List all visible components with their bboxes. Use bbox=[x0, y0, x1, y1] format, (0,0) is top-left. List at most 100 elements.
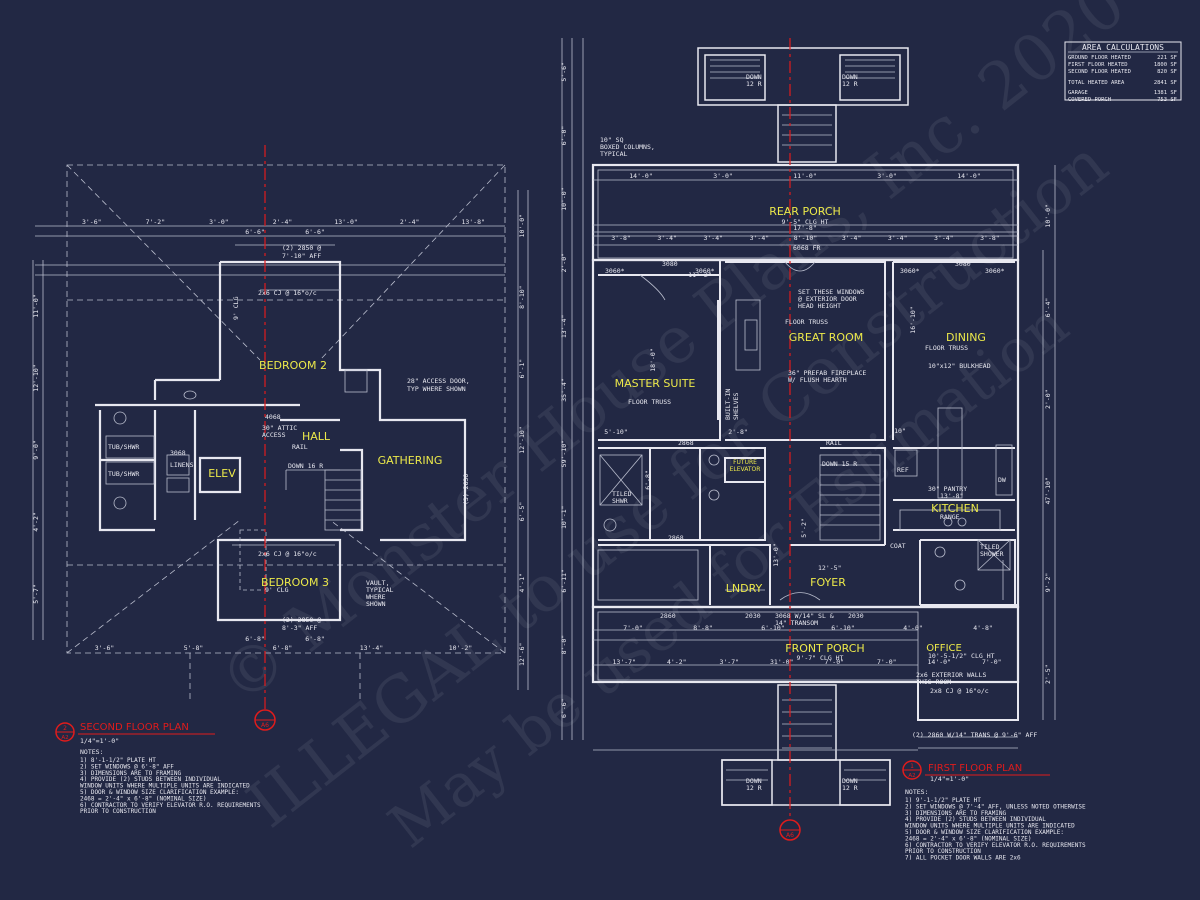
note-floor-truss-2: FLOOR TRUSS bbox=[628, 398, 671, 406]
area-row-label: COVERED PORCH bbox=[1068, 97, 1111, 103]
dimension-label: 9'-0" bbox=[32, 440, 40, 460]
area-row-value: 1800 SF bbox=[1154, 62, 1177, 68]
dimension-label: 8'-8" bbox=[693, 624, 713, 632]
label-2030-a: 2030 bbox=[745, 612, 761, 620]
label-clg-1: 9' CLG bbox=[265, 586, 289, 594]
note-cj-top: 2x6 CJ @ 16"o/c bbox=[258, 289, 317, 297]
note-coat: COAT bbox=[890, 542, 906, 550]
dimension-label: 4'-8" bbox=[973, 624, 993, 632]
note-line: WINDOW UNITS WHERE MULTIPLE UNITS ARE IN… bbox=[80, 783, 250, 790]
note-cj-bottom: 2x6 CJ @ 16"o/c bbox=[258, 550, 317, 558]
note-set-windows: SET THESE WINDOWS bbox=[798, 288, 865, 296]
note-transom: 3068 W/14" SL & bbox=[775, 612, 834, 620]
first-floor-title: FIRST FLOOR PLAN bbox=[928, 763, 1022, 774]
note-attic-2: ACCESS bbox=[262, 431, 286, 439]
label-3060-mid: 3060* bbox=[695, 267, 715, 275]
note-fireplace: 36" PREFAB FIREPLACE bbox=[788, 369, 866, 377]
label-window-2630: (3) 2630 bbox=[462, 474, 470, 505]
note-window-top: (2) 2850 @ bbox=[282, 244, 321, 252]
note-line: 2468 = 2'-4" x 6'-8" (NOMINAL SIZE) bbox=[905, 835, 1031, 842]
dimension-label: 4'-1" bbox=[518, 573, 526, 593]
dimension-label: 6'-1" bbox=[518, 359, 526, 379]
label-future-elevator: FUTURE bbox=[733, 459, 757, 466]
note-floor-truss-1: FLOOR TRUSS bbox=[785, 318, 828, 326]
dimension-label: 7'-0" bbox=[877, 658, 897, 666]
dimension-label: 2'-0" bbox=[560, 253, 568, 273]
label-dim-13-8: 13'-8" bbox=[940, 492, 963, 500]
dimension-label: 5'-2" bbox=[800, 518, 808, 538]
note-pantry: 30" PANTRY bbox=[928, 485, 967, 493]
note-down-stair: DOWN 15 R bbox=[822, 460, 857, 468]
second-floor-marker-sheet: A2 bbox=[61, 735, 68, 741]
note-line: 7) ALL POCKET DOOR WALLS ARE 2x6 bbox=[905, 855, 1021, 862]
first-floor-marker-number: 1 bbox=[910, 763, 914, 770]
note-access-door: 28" ACCESS DOOR, bbox=[407, 377, 470, 385]
label-door-4068: 4068 bbox=[265, 413, 281, 421]
note-vault: VAULT, bbox=[366, 579, 389, 587]
note-line: WINDOW UNITS WHERE MULTIPLE UNITS ARE IN… bbox=[905, 823, 1075, 830]
first-floor-scale: 1/4"=1'-0" bbox=[930, 775, 969, 783]
note-columns-3: TYPICAL bbox=[600, 150, 627, 158]
room-laundry: LNDRY bbox=[726, 582, 763, 595]
dimension-label: 3'-4" bbox=[703, 234, 723, 242]
dimension-label: 7'-0" bbox=[982, 658, 1002, 666]
note-dw: DW bbox=[998, 476, 1006, 484]
dimension-label: 2'-8" bbox=[728, 428, 748, 436]
section-sheet-second: A6 bbox=[261, 722, 269, 729]
dimension-label: 6'-4" bbox=[1044, 298, 1052, 318]
dimension-label: 6'-8" bbox=[644, 470, 652, 490]
dimension-label: 14'-0" bbox=[957, 172, 980, 180]
room-front-porch: FRONT PORCH bbox=[785, 642, 864, 655]
note-window-bottom-2: 8'-3" AFF bbox=[282, 624, 317, 632]
dimension-label: 14'-0" bbox=[928, 658, 951, 666]
stair-down-left: DOWN bbox=[746, 73, 762, 81]
stair-r-bottom-right: 12 R bbox=[842, 784, 858, 792]
dimension-label: 6'-6" bbox=[245, 228, 265, 236]
second-floor-title: SECOND FLOOR PLAN bbox=[80, 722, 189, 733]
section-marker-second[interactable]: A6 bbox=[254, 709, 276, 731]
dimension-label: 13'-4" bbox=[560, 315, 568, 338]
label-2868-a: 2868 bbox=[678, 439, 694, 447]
area-row-label: TOTAL HEATED AREA bbox=[1068, 80, 1125, 86]
dimension-label: 2'-4" bbox=[273, 218, 293, 226]
dimension-label: 8'-10" bbox=[518, 285, 526, 308]
dimension-label: 3'-7" bbox=[719, 658, 739, 666]
label-3060-right-2: 3060* bbox=[900, 267, 920, 275]
note-columns-2: BOXED COLUMNS, bbox=[600, 143, 655, 151]
note-tiled-shwr: TILED bbox=[612, 490, 632, 498]
note-office-cj: 2x8 CJ @ 16"o/c bbox=[930, 687, 989, 695]
dimension-label: 8'-0" bbox=[560, 635, 568, 655]
label-clg-2: 9' CLG bbox=[232, 296, 240, 320]
stair-down-bottom-right: DOWN bbox=[842, 777, 858, 785]
note-office-window: (2) 2860 W/14" TRANS @ 9'-6" AFF bbox=[912, 731, 1037, 739]
dimension-label: 3'-4" bbox=[934, 234, 954, 242]
room-office: OFFICE bbox=[926, 643, 962, 654]
note-set-windows-3: HEAD HEIGHT bbox=[798, 302, 841, 310]
dimension-label: 3'-8" bbox=[611, 234, 631, 242]
stair-down-right: DOWN bbox=[842, 73, 858, 81]
label-2868-b: 2868 bbox=[668, 534, 684, 542]
dimension-label: 12'-10" bbox=[518, 426, 526, 453]
note-attic: 30" ATTIC bbox=[262, 424, 297, 432]
second-floor-plan: 3'-6"7'-2"3'-0"2'-4"13'-0"2'-4"13'-8"6'-… bbox=[32, 145, 529, 815]
stair-r-left: 12 R bbox=[746, 80, 762, 88]
label-future-elevator-2: ELEVATOR bbox=[730, 466, 761, 473]
dimension-label: 12'-6" bbox=[518, 643, 526, 666]
dimension-label: 3'-4" bbox=[750, 234, 770, 242]
dimension-label: 14'-0" bbox=[629, 172, 652, 180]
section-marker-first[interactable]: A6 bbox=[779, 819, 801, 841]
note-line: 2) SET WINDOWS @ 7'-4" AFF, UNLESS NOTED… bbox=[905, 803, 1086, 810]
dimension-label: 3'-4" bbox=[888, 234, 908, 242]
dimension-label: 3'-0" bbox=[713, 172, 733, 180]
note-line: 6) CONTRACTOR TO VERIFY ELEVATOR R.O. RE… bbox=[80, 802, 261, 809]
note-rail: RAIL bbox=[292, 443, 308, 451]
area-row-value: 221 SF bbox=[1157, 55, 1177, 61]
dimension-label: 10'-0" bbox=[560, 187, 568, 210]
dimension-label: 4'-0" bbox=[903, 624, 923, 632]
dimension-label: 13'-8" bbox=[461, 218, 484, 226]
dimension-label: 6'-5" bbox=[518, 502, 526, 522]
note-front-clg: 9'-7" CLG HT bbox=[797, 654, 844, 662]
note-line: 2) SET WINDOWS @ 6'-8" AFF bbox=[80, 763, 174, 770]
